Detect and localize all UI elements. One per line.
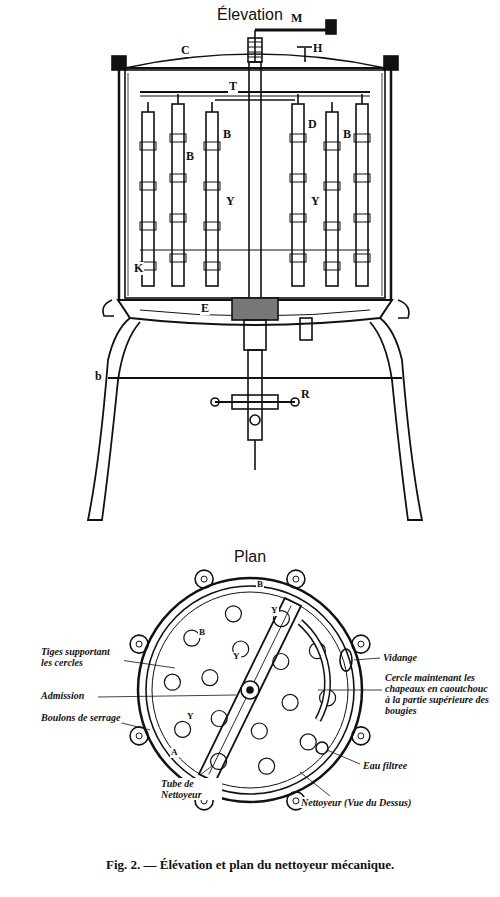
part-letter: C [180, 44, 191, 57]
candle-ring [290, 254, 306, 262]
filter-candle [356, 104, 368, 286]
candle-ring [354, 214, 370, 222]
bolt-hole [293, 576, 299, 582]
filter-candle [292, 104, 304, 286]
figure-caption: Fig. 2. — Élévation et plan du nettoyeur… [106, 858, 394, 872]
part-letter: B [222, 128, 232, 141]
candle-ring [170, 174, 186, 182]
plan-label: Cercle maintenant les chapeaux en caoutc… [384, 672, 494, 716]
plan-label: Tiges supportant les cercles [40, 646, 124, 668]
part-letter: H [312, 42, 323, 55]
candle-ring [204, 142, 220, 150]
bolt-hole [358, 733, 364, 739]
part-letter: R [300, 388, 311, 401]
candle-ring [170, 134, 186, 142]
candle-seat [300, 734, 316, 750]
candle-ring [354, 174, 370, 182]
candle-stem [331, 102, 333, 112]
part-letter: B [342, 128, 352, 141]
candle-ring [354, 134, 370, 142]
candle-ring-bar [140, 250, 370, 251]
plan-label: Boulons de serrage [40, 712, 122, 723]
candle-stem [361, 94, 363, 104]
plan-letter: Y [232, 652, 241, 662]
filter-candle [326, 112, 338, 286]
candle-seat [175, 721, 191, 737]
candle-ring [140, 222, 156, 230]
plan-letter: B [256, 580, 264, 590]
part-letter: Y [310, 195, 321, 208]
plan-letter: A [170, 748, 179, 758]
plan-letter: B [198, 628, 206, 638]
candle-ring [324, 142, 340, 150]
candle-ring [204, 262, 220, 270]
candle-ring [204, 222, 220, 230]
part-letter: b [94, 370, 103, 383]
bolt-hole [136, 733, 142, 739]
part-letter: M [290, 12, 303, 25]
candle-ring [204, 182, 220, 190]
filter-candle [172, 104, 184, 286]
plan-label: Vidange [382, 652, 418, 663]
candle-ring [290, 174, 306, 182]
part-letter: B [185, 150, 195, 163]
elevation-drawing [88, 20, 422, 520]
candle-stem [211, 102, 213, 112]
filter-candle [206, 112, 218, 286]
plan-drawing [98, 570, 382, 810]
candle-seat [259, 758, 275, 774]
candle-ring [290, 214, 306, 222]
candle-ring [324, 222, 340, 230]
bolt-hole [201, 576, 207, 582]
candle-seat [225, 606, 241, 622]
part-letter: T [228, 80, 238, 93]
candle-stem [177, 94, 179, 104]
bolt-hole [358, 641, 364, 647]
part-letter: D [307, 118, 318, 131]
candle-ring [354, 254, 370, 262]
candle-stem [297, 94, 299, 104]
drawing-title: Élevation [217, 6, 283, 24]
candle-ring [324, 262, 340, 270]
candle-ring [290, 134, 306, 142]
candle-ring [140, 142, 156, 150]
candle-seat [282, 694, 298, 710]
bolt-hole [136, 641, 142, 647]
candle-seat [273, 654, 289, 670]
candle-ring [170, 214, 186, 222]
filter-candle [142, 112, 154, 286]
plan-letter: Y [186, 712, 195, 722]
candle-seat [164, 674, 180, 690]
candle-seat [251, 723, 267, 739]
plan-label: Nettoyeur (Vue du Dessus) [300, 797, 412, 808]
candle-seat [211, 711, 227, 727]
plan-letter: Y [270, 606, 279, 616]
part-letter: E [200, 302, 210, 315]
plan-label: Admission [40, 690, 85, 701]
plan-label: Tube de Nettoyeur [160, 778, 222, 800]
candle-ring [140, 182, 156, 190]
candle-seat [202, 670, 218, 686]
candle-ring [324, 182, 340, 190]
candle-ring [170, 254, 186, 262]
section-heading: Plan [233, 548, 267, 566]
plan-label: Eau filtree [362, 760, 408, 771]
bolt-hole [293, 798, 299, 804]
part-letter: Y [225, 195, 236, 208]
part-letter: K [133, 262, 144, 275]
candle-stem [147, 102, 149, 112]
